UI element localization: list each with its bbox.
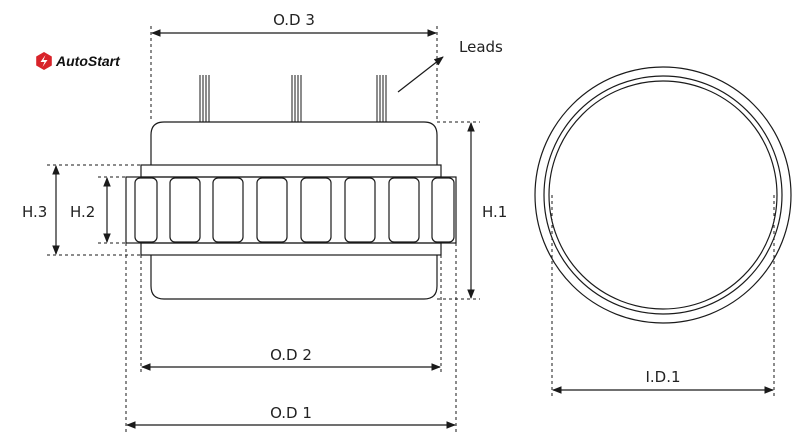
h2-dimension: H.2 [70, 176, 126, 244]
autostart-logo-icon [36, 52, 52, 70]
id1-label: I.D.1 [645, 368, 680, 386]
stator-top-body [150, 121, 438, 165]
lead-wires [199, 75, 387, 122]
h1-dimension: H.1 [437, 121, 507, 300]
leads-label: Leads [459, 38, 503, 56]
brand-logo: AutoStart [36, 52, 121, 70]
id1-dimension: I.D.1 [551, 195, 775, 397]
h2-label: H.2 [70, 203, 95, 221]
stator-top-view [534, 66, 792, 324]
leads-callout: Leads [397, 38, 503, 93]
stator-core [125, 176, 457, 244]
od3-label: O.D 3 [273, 11, 315, 29]
h3-label: H.3 [22, 203, 47, 221]
od1-label: O.D 1 [270, 404, 312, 422]
od1-dimension: O.D 1 [125, 243, 457, 433]
od2-dimension: O.D 2 [140, 255, 442, 375]
h3-dimension: H.3 [22, 164, 141, 256]
od3-dimension: O.D 3 [150, 11, 438, 122]
od2-label: O.D 2 [270, 346, 312, 364]
stator-bottom-body [150, 255, 438, 300]
brand-name: AutoStart [55, 53, 121, 69]
h1-label: H.1 [482, 203, 507, 221]
stator-windings [134, 177, 455, 243]
stator-bottom-flange [140, 242, 442, 256]
stator-top-flange [140, 164, 442, 178]
